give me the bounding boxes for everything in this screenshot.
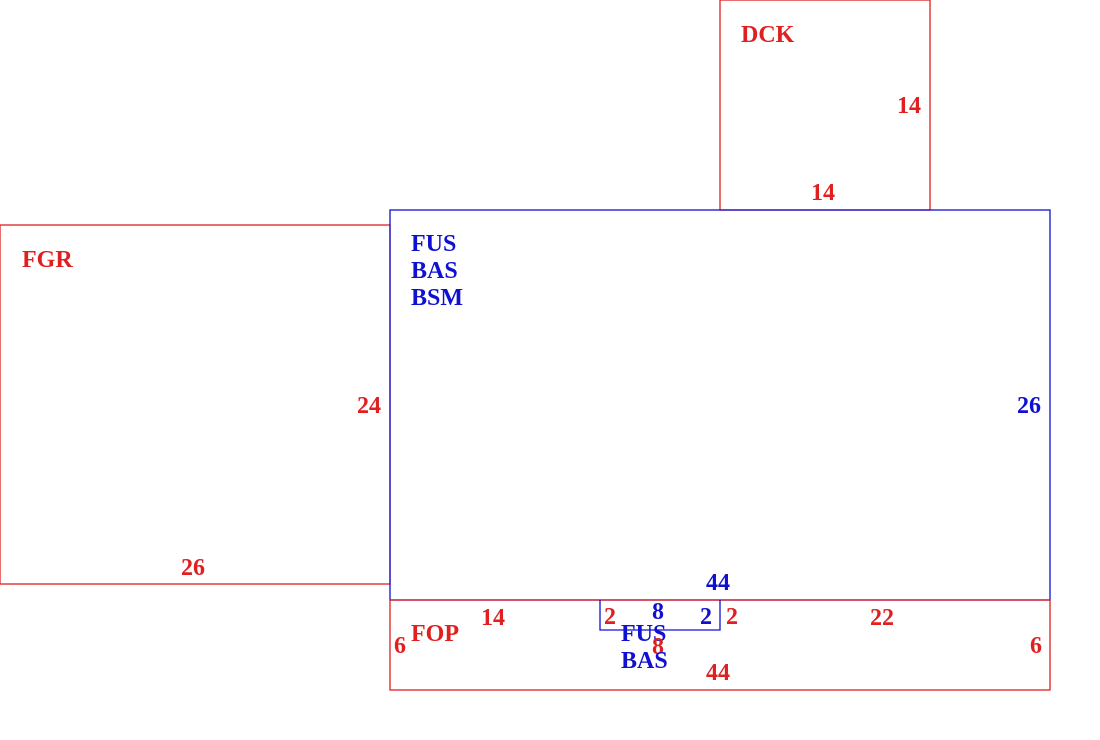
- bump-out-code-2: BAS: [621, 648, 668, 674]
- bump-out-code-1: FUS: [621, 621, 666, 647]
- main-area-outline: [389, 209, 1051, 601]
- main-area-code-3: BSM: [411, 285, 463, 311]
- main-area-side-dimension: 26: [1017, 393, 1041, 419]
- garage-code: FGR: [22, 247, 73, 273]
- garage-side-dimension: 24: [357, 393, 381, 419]
- main-area-bottom-dimension: 44: [706, 570, 730, 596]
- bump-out-outline: [599, 600, 721, 631]
- porch-right-dimension: 6: [1030, 633, 1042, 659]
- deck-side-dimension: 14: [897, 93, 921, 119]
- deck-code: DCK: [741, 22, 795, 48]
- porch-jog-left-dimension: 2: [604, 604, 616, 630]
- deck-bottom-dimension: 14: [811, 180, 835, 206]
- bump-out-inner-dimension: 8: [652, 634, 664, 660]
- porch-top-right-dimension: 22: [870, 605, 894, 631]
- porch-code: FOP: [411, 621, 459, 647]
- garage-bottom-dimension: 26: [181, 555, 205, 581]
- porch-top-left-dimension: 14: [481, 605, 505, 631]
- main-area-code-1: FUS: [411, 231, 456, 257]
- bump-out-right-dimension: 2: [700, 604, 712, 630]
- porch-left-dimension: 6: [394, 633, 406, 659]
- bump-out-top-dimension: 8: [652, 599, 664, 625]
- porch-bottom-dimension: 44: [706, 660, 730, 686]
- garage-outline: [0, 224, 391, 585]
- main-area-code-2: BAS: [411, 258, 458, 284]
- porch-jog-right-dimension: 2: [726, 604, 738, 630]
